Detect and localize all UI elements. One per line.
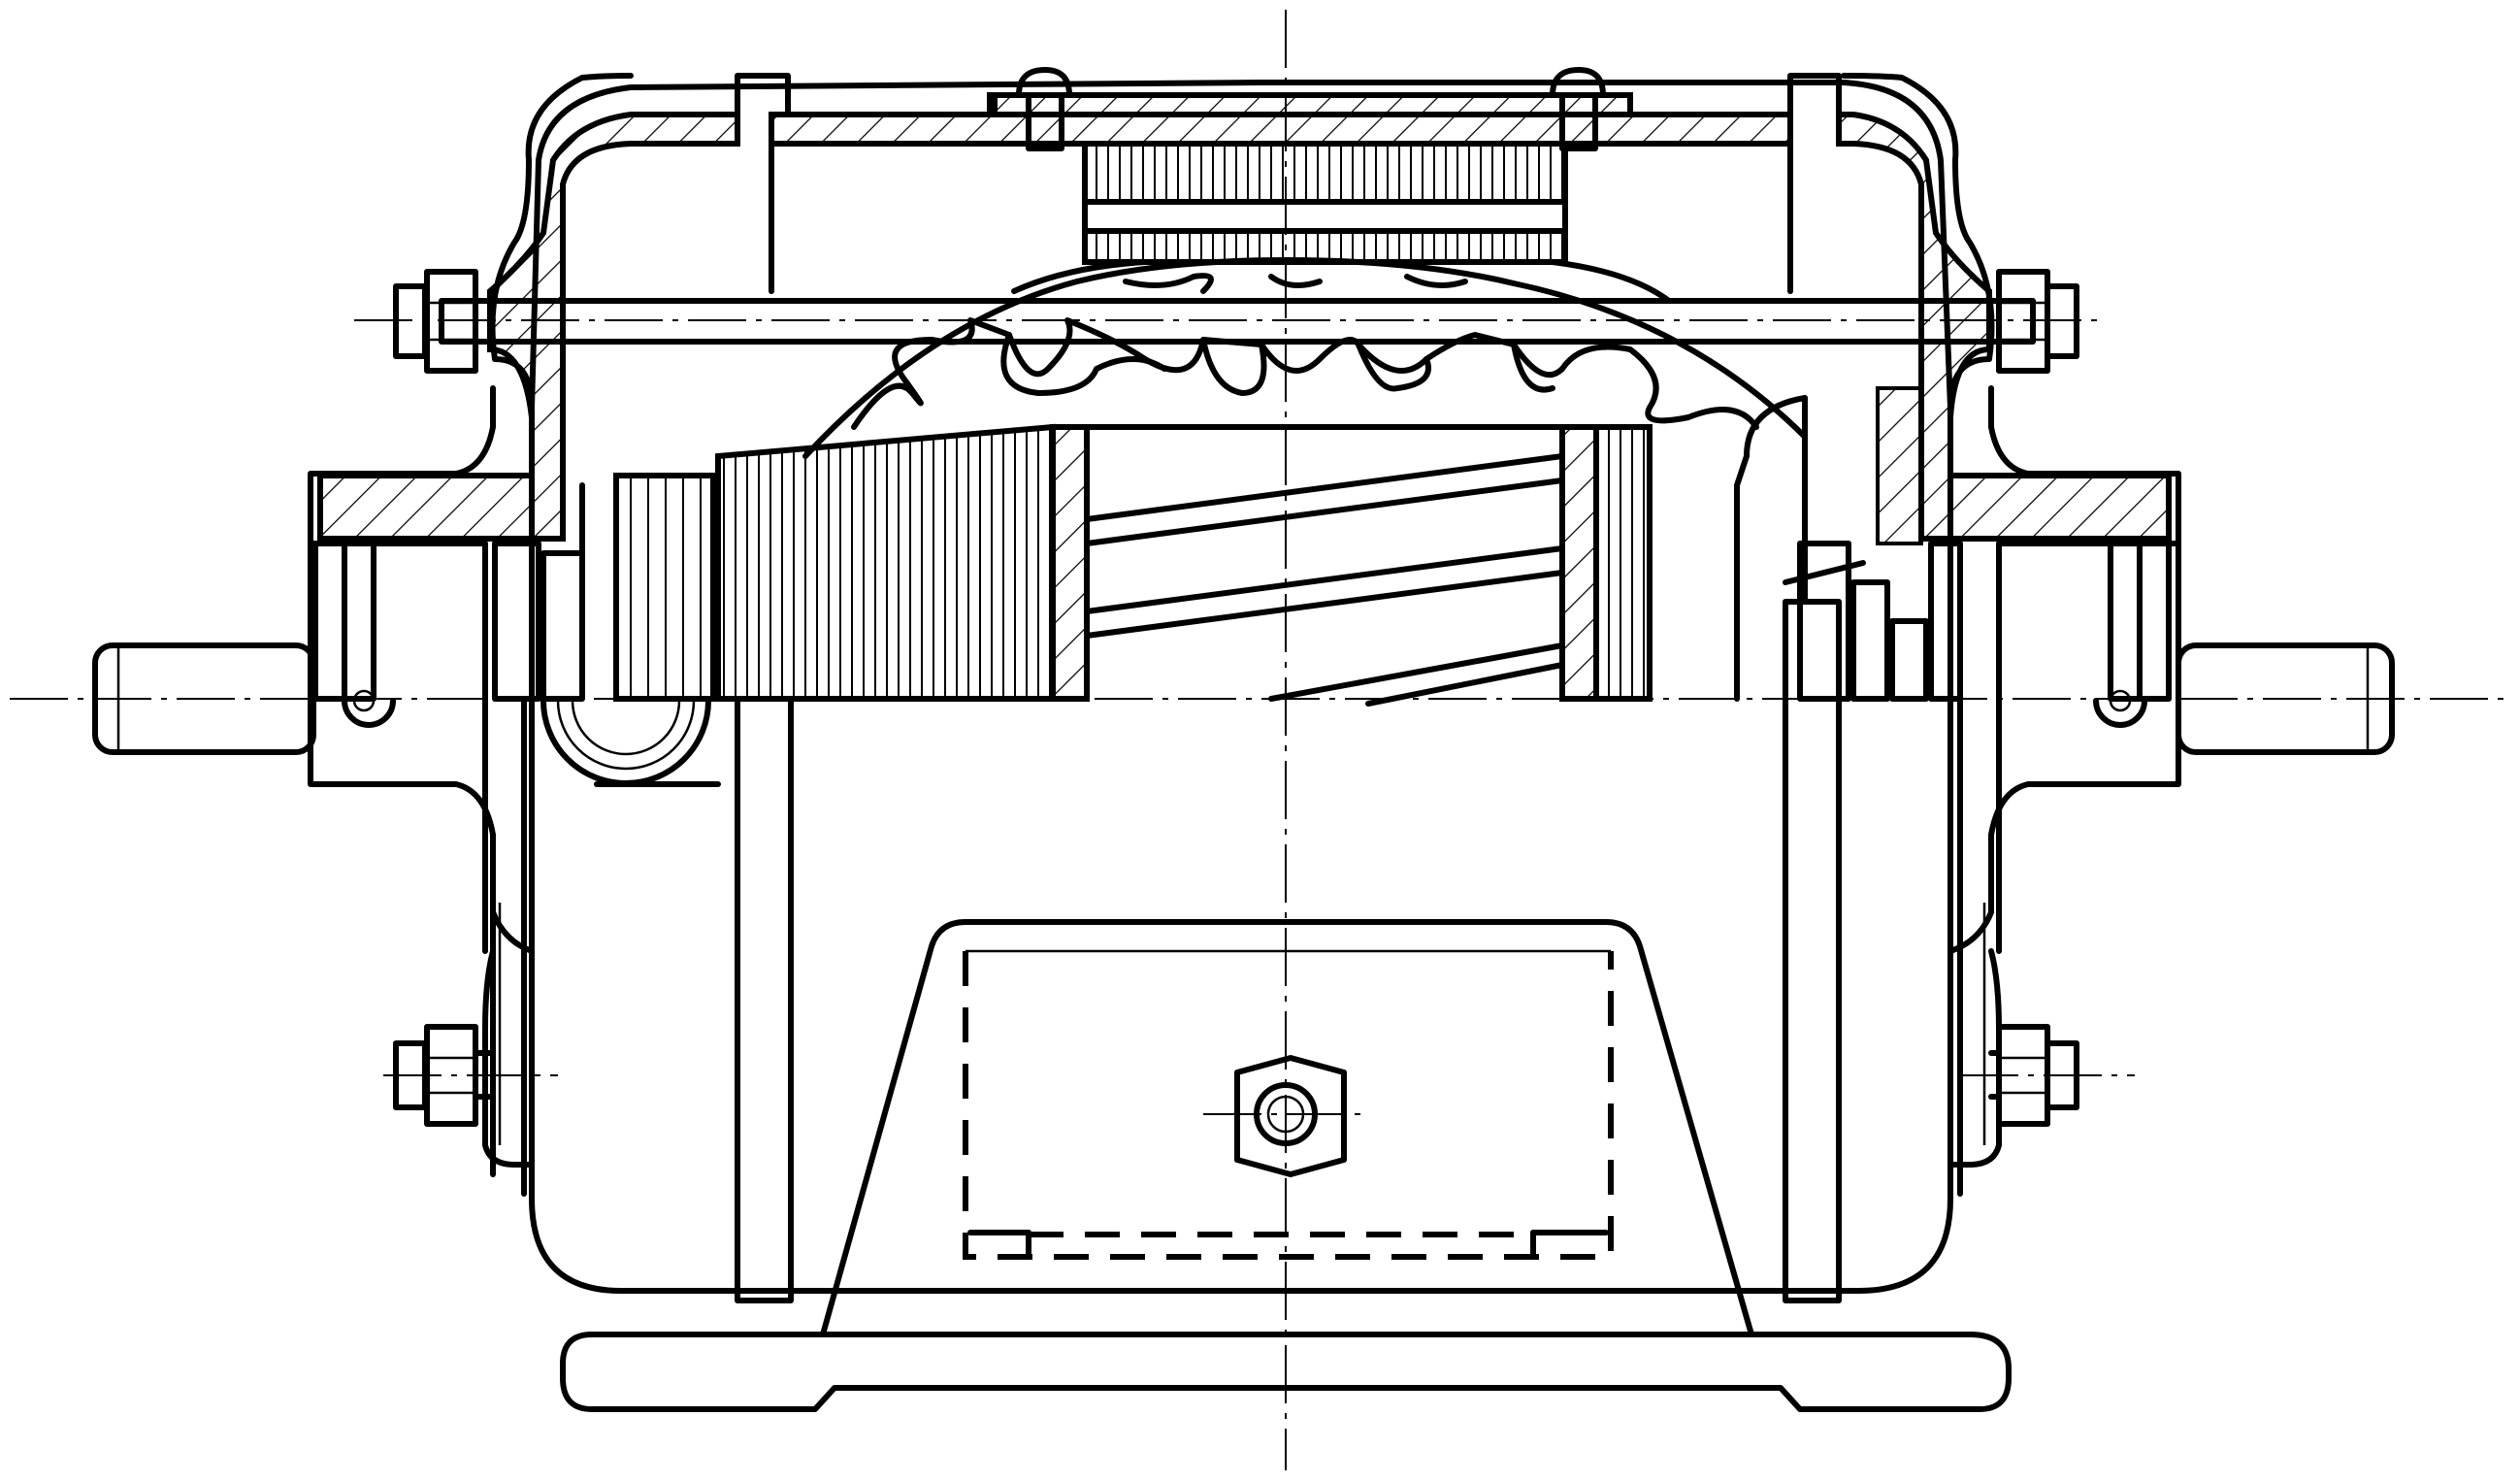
drain-plug-icon bbox=[1234, 1055, 1347, 1177]
top-cover bbox=[735, 67, 1842, 294]
pedestal bbox=[820, 919, 1754, 1337]
base-foot bbox=[560, 1332, 2012, 1412]
nut-right-bottom-icon bbox=[1996, 1024, 2050, 1127]
lower-bolts bbox=[393, 1024, 2079, 1127]
worm-shaft bbox=[92, 395, 2395, 1303]
housing-wall-sections bbox=[317, 112, 2172, 545]
oil-pocket-hidden bbox=[963, 951, 1614, 1260]
housing-body bbox=[308, 73, 2181, 1294]
nut-left-top-icon bbox=[424, 269, 478, 374]
output-shaft-right bbox=[2176, 642, 2395, 755]
nut-right-top-icon bbox=[1996, 269, 2050, 374]
nut-left-bottom-icon bbox=[424, 1024, 478, 1127]
body-details bbox=[490, 698, 1963, 1197]
worm-wheel bbox=[802, 141, 1808, 459]
